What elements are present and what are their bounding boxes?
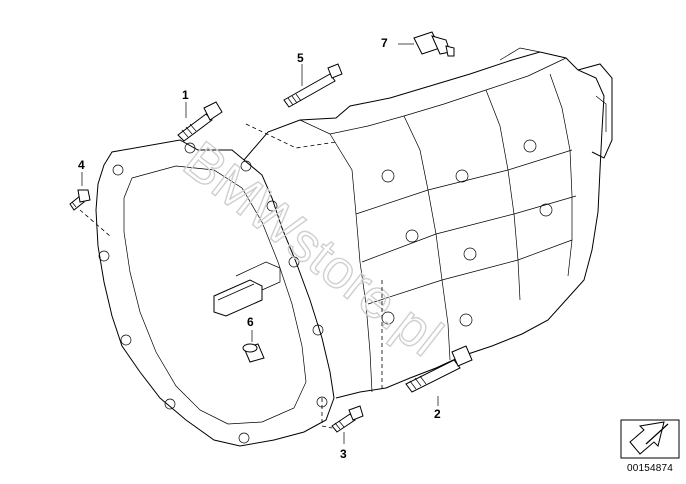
- transmission-housing: [95, 47, 613, 447]
- diagram-reference-code: 00154874: [626, 463, 674, 474]
- part-1-bolt: [177, 101, 223, 142]
- callout-1: 1: [182, 88, 189, 102]
- part-7-switch: [398, 31, 455, 57]
- part-6-dowel-sleeve: [242, 330, 265, 363]
- callout-2: 2: [434, 407, 441, 421]
- reference-arrow-icon: [620, 419, 680, 459]
- callout-5: 5: [297, 51, 304, 65]
- part-2-long-bolt: [381, 280, 473, 406]
- part-4-small-bolt: [69, 172, 111, 237]
- callout-3: 3: [340, 447, 347, 461]
- part-3-short-bolt: [321, 398, 364, 444]
- watermark-text: BMWstore.pl: [173, 130, 453, 368]
- part-5-bolt: [245, 63, 343, 149]
- callout-4: 4: [78, 158, 85, 172]
- callout-7: 7: [381, 36, 388, 50]
- callout-6: 6: [247, 315, 254, 329]
